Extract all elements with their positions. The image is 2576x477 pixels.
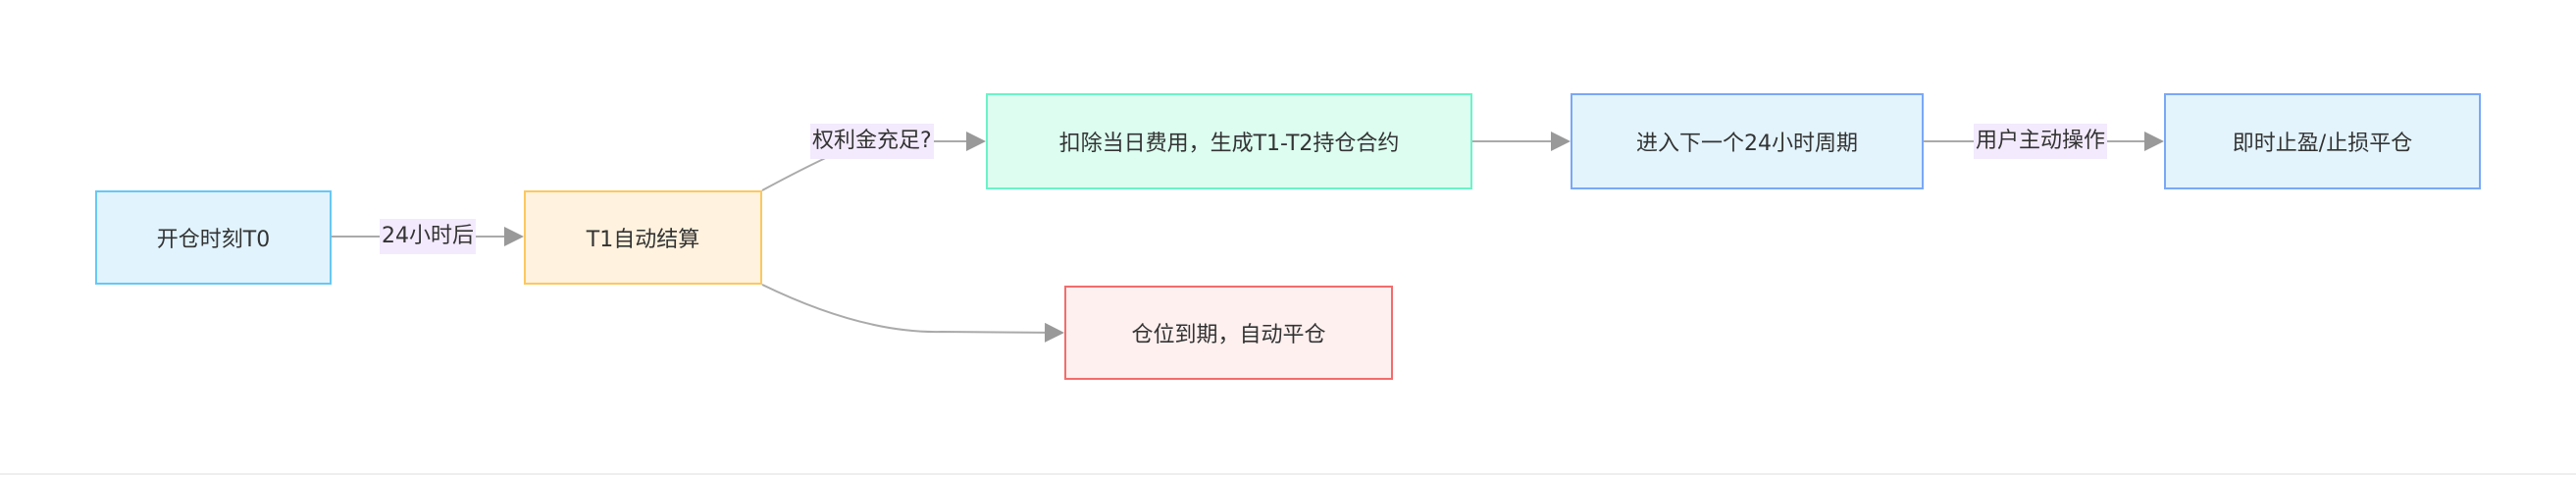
node-label: 即时止盈/止损平仓	[2232, 132, 2413, 156]
node-label: 扣除当日费用，生成T1-T2持仓合约	[1058, 132, 1400, 156]
node-deduct-fee: 扣除当日费用，生成T1-T2持仓合约	[986, 93, 1472, 189]
node-label: T1自动结算	[586, 228, 700, 252]
node-close-now: 即时止盈/止损平仓	[2164, 93, 2481, 189]
node-expire: 仓位到期，自动平仓	[1064, 286, 1393, 380]
node-label: 仓位到期，自动平仓	[1131, 323, 1326, 347]
edge-t1-expire	[761, 284, 1064, 343]
node-next-cycle: 进入下一个24小时周期	[1571, 93, 1924, 189]
node-label: 进入下一个24小时周期	[1636, 132, 1858, 156]
node-open-t0: 开仓时刻T0	[95, 190, 332, 285]
bottom-divider	[0, 473, 2576, 475]
edge-label-after24: 24小时后	[380, 219, 476, 254]
edge-label-premium: 权利金充足?	[810, 124, 934, 159]
node-t1-settle: T1自动结算	[524, 190, 762, 285]
edge-label-user-action: 用户主动操作	[1974, 124, 2108, 159]
node-label: 开仓时刻T0	[156, 228, 271, 252]
